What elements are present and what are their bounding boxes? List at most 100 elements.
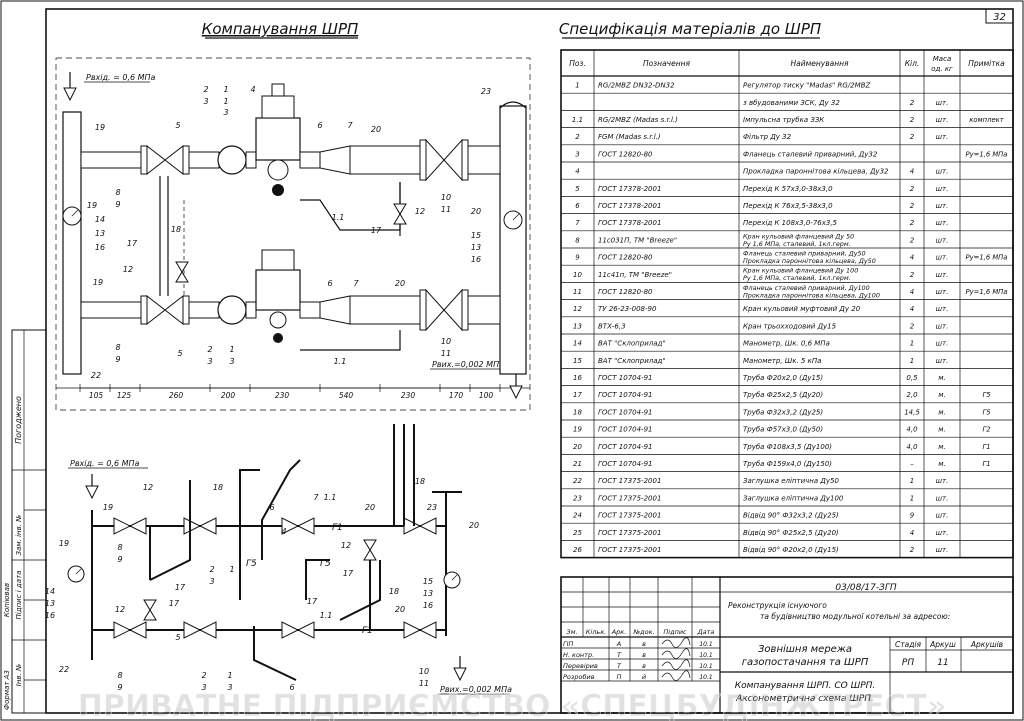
spec-cell-qty: 1 (910, 494, 914, 502)
spec-cell-pos: 13 (573, 322, 582, 330)
spec-cell-mass: м. (938, 426, 946, 434)
spec-cell-name: Відвід 90° Ф25х2,5 (Ду20) (743, 529, 839, 537)
callout-1: 1 (223, 97, 228, 106)
spec-cell-pos: 21 (573, 460, 582, 468)
dimension-label: 200 (221, 391, 236, 400)
spec-cell-pos: 26 (573, 546, 582, 554)
spec-cell-pos: 9 (575, 254, 580, 262)
callout-8: 8 (117, 671, 122, 680)
left-title: Компанування ШРП (202, 20, 359, 38)
stamp-date: 10.1 (699, 641, 712, 648)
spec-cell-qty: 2 (910, 116, 915, 124)
spec-cell-qty: 1 (910, 477, 914, 485)
spec-cell-qty: 4 (910, 168, 914, 176)
spec-cell-pos: 1.1 (572, 116, 583, 124)
axonometric-scheme: Рвхід. = 0,6 МПа Рвих.=0,002 МПа (67, 424, 512, 695)
spec-cell-designation: ГОСТ 17375-2001 (598, 546, 661, 554)
spec-header-qty: Кіл. (905, 59, 920, 68)
spec-cell-name: Заглушка еліптична Ду50 (743, 477, 839, 485)
callout-12: 12 (123, 265, 133, 274)
dimension-label: 100 (479, 391, 494, 400)
dimension-label: 230 (401, 391, 416, 400)
spec-cell-name: Фільтр Ду 32 (743, 133, 792, 141)
spec-cell-mass: шт. (936, 168, 949, 176)
spec-cell-qty: 2 (910, 99, 915, 107)
callout-4: 4 (250, 85, 255, 94)
spec-cell-qty: 14,5 (904, 408, 920, 416)
spec-cell-designation: ГОСТ 17375-2001 (598, 477, 661, 485)
callout-3: 3 (203, 97, 208, 106)
callout-12: 12 (341, 541, 351, 550)
callout-8: 8 (115, 343, 120, 352)
spec-cell-designation: RG/2MBZ DN32-DN32 (598, 82, 675, 90)
spec-cell-note: Г5 (982, 391, 990, 399)
callout-20: 20 (395, 605, 405, 614)
stamp-role: ГІП (563, 640, 574, 648)
callout-17: 17 (127, 239, 138, 248)
spec-cell-pos: 15 (573, 357, 582, 365)
callout-9: 9 (115, 200, 120, 209)
signature-mark (661, 637, 691, 648)
spec-cell-name: Перехід К 76х3,5-38х3,0 (743, 202, 833, 210)
callout-3: 3 (209, 577, 214, 586)
spec-cell-pos: 11 (573, 288, 582, 296)
spec-cell-qty: 2,0 (906, 391, 918, 399)
spec-cell-pos: 22 (573, 477, 582, 485)
stamp-date: 10.1 (699, 674, 712, 681)
spec-cell-qty: 2 (910, 202, 915, 210)
callout-1: 1 (229, 345, 234, 354)
stamp-col-header: Зм. (566, 628, 577, 636)
dimension-label: 540 (339, 391, 354, 400)
spec-cell-designation: 11с031П, ТМ "Breeze" (598, 236, 677, 244)
callout-20: 20 (365, 503, 375, 512)
callout-5: 5 (175, 121, 180, 130)
spec-cell-note: Ру=1,6 МПа (966, 288, 1008, 296)
spec-cell-designation: ГОСТ 12820-80 (598, 254, 653, 262)
callout-18: 18 (389, 587, 399, 596)
spec-cell-pos: 14 (573, 340, 582, 348)
spec-cell-note: Г1 (982, 460, 990, 468)
spec-cell-designation: ГОСТ 10704-91 (598, 408, 653, 416)
callout-22: 22 (59, 665, 69, 674)
spec-cell-qty: 2 (910, 219, 915, 227)
watermark: ПРИВАТНЕ ПІДПРИЄМСТВО «СПЕЦБУДІНЖТРЕСТ» (78, 689, 947, 721)
callout-20: 20 (469, 521, 479, 530)
stamp-date: 10.1 (699, 652, 712, 659)
axon-mark-g5-right: Г5 (320, 559, 331, 569)
spec-cell-mass: шт. (936, 357, 949, 365)
spec-cell-qty: 4 (910, 305, 914, 313)
callout-19: 19 (87, 201, 97, 210)
spec-cell-qty: 2 (910, 271, 915, 279)
spec-cell-mass: шт. (936, 305, 949, 313)
spec-cell-designation: ГОСТ 12820-80 (598, 288, 653, 296)
spec-cell-qty: 9 (910, 512, 915, 520)
dimension-label: 230 (275, 391, 290, 400)
spec-cell-designation: ВТХ-6,3 (598, 322, 626, 330)
callout-19: 19 (93, 278, 103, 287)
spec-cell-designation: 11с41п, ТМ "Breeze" (598, 271, 672, 279)
callout-7: 7 (313, 493, 319, 502)
stamp-role: Розробив (563, 673, 595, 681)
spec-cell-name-2: Ру 1,6 МПа, сталевий, 1кл.герм. (743, 240, 851, 248)
callout-22: 22 (91, 371, 101, 380)
stamp-date: 10.1 (699, 663, 712, 670)
spec-header-designation: Позначення (643, 59, 691, 68)
spec-cell-name: Перехід К 108х3,0-76х3,5 (743, 219, 838, 227)
spec-cell-qty: 4 (910, 254, 914, 262)
stamp-project: Реконструкція існуючого (728, 601, 827, 610)
spec-cell-name: Труба Ф20х2,0 (Ду15) (743, 374, 823, 382)
spec-cell-pos: 20 (573, 443, 582, 451)
spec-cell-qty: 2 (910, 322, 915, 330)
spec-cell-mass: шт. (936, 494, 949, 502)
spec-cell-name: з вбудованими ЗСК, Ду 32 (743, 99, 840, 107)
spec-cell-pos: 17 (573, 391, 582, 399)
spec-cell-mass: м. (938, 374, 946, 382)
spec-cell-mass: шт. (936, 288, 949, 296)
spec-cell-qty: 2 (910, 546, 915, 554)
callout-1: 1 (229, 565, 234, 574)
callout-6: 6 (269, 503, 274, 512)
callout-15: 15 (471, 231, 481, 240)
callout-19: 19 (59, 539, 69, 548)
spec-cell-pos: 5 (575, 185, 580, 193)
